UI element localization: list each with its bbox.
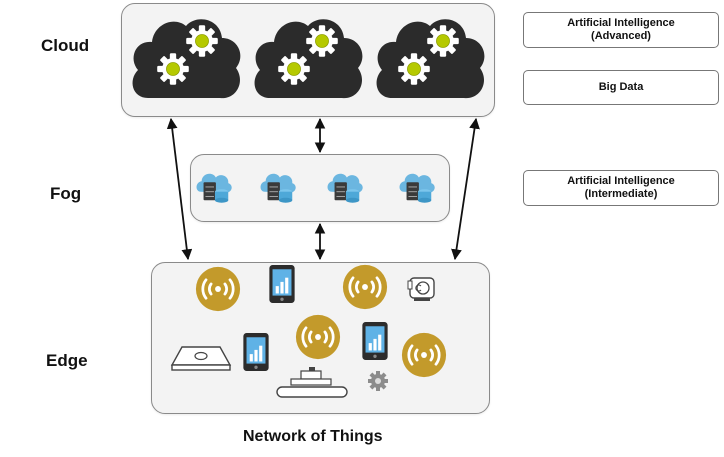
phone-icon-1: [269, 265, 295, 303]
phone-icon-2: [362, 322, 388, 360]
cloud-server-icon-2: [254, 19, 363, 99]
tier-label-fog: Fog: [50, 184, 82, 203]
antenna-icon-4: [401, 332, 447, 378]
ai-advanced-line2: (Advanced): [591, 30, 651, 42]
network-of-things-title: Network of Things: [243, 428, 383, 445]
ai-advanced-line1: Artificial Intelligence: [567, 16, 675, 29]
tier-label-edge: Edge: [46, 351, 88, 370]
fog-node-icon-1: [196, 173, 233, 204]
ai-intermediate-line1: Artificial Intelligence: [567, 174, 675, 187]
ai-advanced-box: Artificial Intelligence (Advanced): [523, 12, 719, 48]
ai-intermediate-line2: (Intermediate): [584, 188, 658, 200]
antenna-icon-1: [195, 266, 241, 312]
arrow-cloud-edge-right: [451, 117, 480, 261]
gear-icon: [368, 371, 388, 391]
antenna-icon-3: [295, 314, 341, 360]
fog-node-icon-4: [399, 173, 436, 204]
tier-label-cloud: Cloud: [41, 36, 90, 55]
cloud-server-icon-1: [132, 19, 241, 99]
big-data-label: Big Data: [598, 80, 644, 93]
cloud-server-icon-3: [376, 19, 485, 99]
arrow-cloud-edge-left: [166, 117, 193, 261]
ai-intermediate-box: Artificial Intelligence (Intermediate): [523, 170, 719, 206]
camera-icon: [407, 277, 435, 301]
conveyor-machine-icon: [276, 367, 348, 398]
phone-icon-3: [243, 333, 269, 371]
antenna-icon-2: [342, 264, 388, 310]
big-data-box: Big Data: [523, 70, 719, 105]
sensor-box-icon: [170, 346, 232, 371]
fog-node-icon-3: [327, 173, 364, 204]
fog-node-icon-2: [260, 173, 297, 204]
